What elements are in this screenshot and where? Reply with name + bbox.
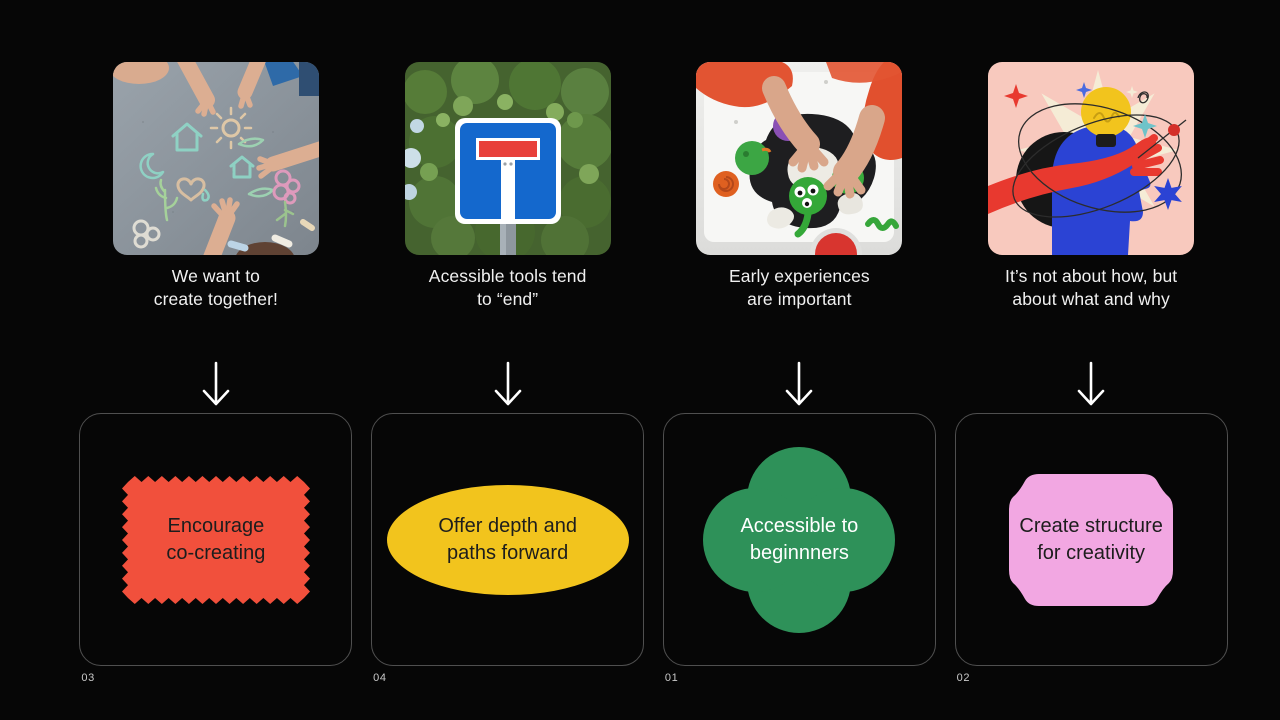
image-caption: Early experiences are important	[728, 266, 870, 309]
column-1: We want to create together! Encourage co…	[70, 62, 362, 684]
column-4: It’s not about how, but about what and w…	[945, 62, 1237, 684]
image-caption: We want to create together!	[153, 266, 278, 309]
column-2: Acessible tools tend to “end” Offer dept…	[362, 62, 654, 684]
result-block: Accessible to beginnners 01	[662, 413, 936, 684]
shape-label: Offer depth and paths forward	[438, 514, 577, 564]
chalk-drawing-image	[112, 62, 319, 255]
dead-end-sign	[454, 118, 561, 224]
image-caption: Acessible tools tend to “end”	[428, 266, 587, 309]
result-block: Encourage co-creating 03	[79, 413, 353, 684]
result-box: Create structure for creativity	[954, 413, 1228, 666]
shape-label: Encourage co-creating	[166, 514, 266, 564]
dead-end-sign-image	[404, 62, 611, 255]
result-block: Offer depth and paths forward 04	[371, 413, 645, 684]
plaque-shape: Create structure for creativity	[1003, 468, 1179, 612]
quatrefoil-shape: Accessible to beginnners	[703, 446, 896, 633]
playdough-image	[696, 62, 903, 255]
result-box: Accessible to beginnners	[662, 413, 936, 666]
result-block: Create structure for creativity 02	[954, 413, 1228, 684]
image-caption: It’s not about how, but about what and w…	[1005, 266, 1178, 309]
down-arrow-icon	[779, 361, 819, 407]
down-arrow-icon	[196, 361, 236, 407]
result-box: Encourage co-creating	[79, 413, 353, 666]
result-box: Offer depth and paths forward	[371, 413, 645, 666]
column-3: Early experiences are important	[654, 62, 946, 684]
down-arrow-icon	[1071, 361, 1111, 407]
down-arrow-icon	[488, 361, 528, 407]
shape-label: Create structure for creativity	[1019, 514, 1163, 564]
shape-label: Accessible to beginnners	[740, 514, 859, 564]
box-number: 02	[956, 672, 971, 684]
box-number: 03	[81, 672, 95, 684]
columns-grid: We want to create together! Encourage co…	[70, 62, 1237, 684]
creativity-illustration-image	[988, 62, 1195, 255]
ellipse-shape: Offer depth and paths forward	[386, 484, 630, 596]
box-number: 04	[373, 672, 387, 684]
stamp-shape: Encourage co-creating	[121, 475, 310, 604]
box-number: 01	[664, 672, 679, 684]
